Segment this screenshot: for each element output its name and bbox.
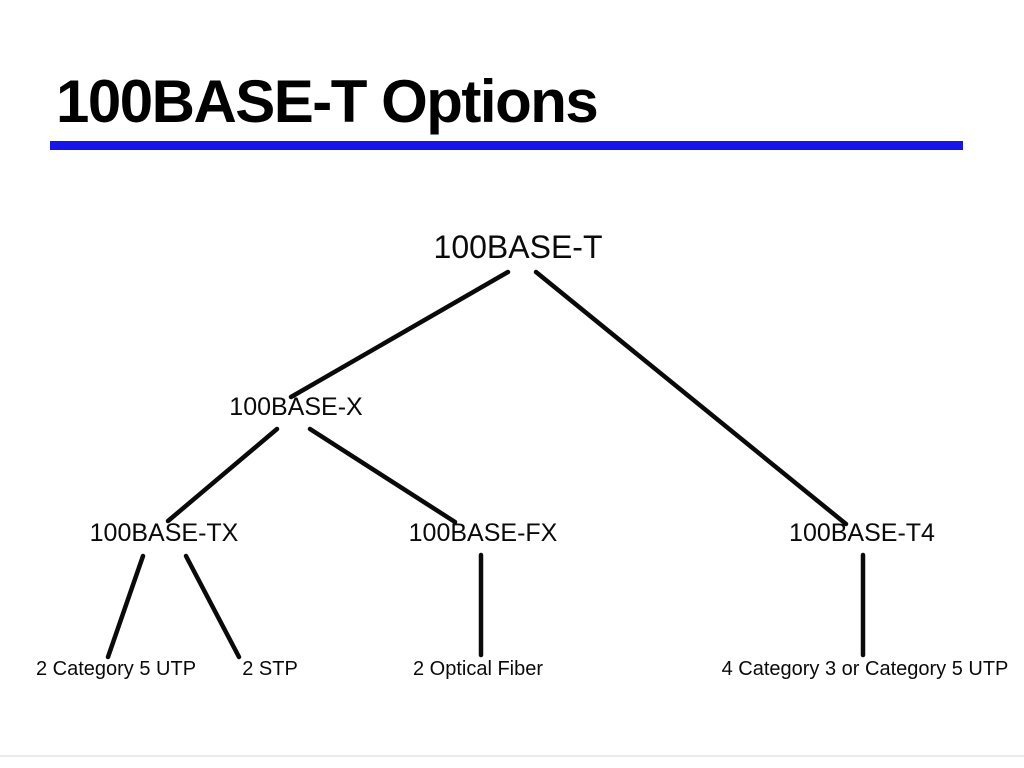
tree-leaf-2-stp: 2 STP (242, 658, 298, 680)
title-accent-rule (50, 141, 963, 150)
tree-node-100base-t4: 100BASE-T4 (789, 519, 935, 547)
tree-node-100base-fx: 100BASE-FX (408, 519, 558, 547)
tree-edge-100base-tx-to-2-stp (183, 553, 242, 660)
tree-leaf-2-optical-fiber: 2 Optical Fiber (412, 658, 544, 680)
slide-title: 100BASE-T Options (56, 68, 599, 135)
tree-leaf-4-category-3-or-category-5-utp: 4 Category 3 or Category 5 UTP (721, 658, 1009, 680)
tree-node-100base-tx: 100BASE-TX (89, 519, 239, 547)
tree-edge-100base-x-to-100base-tx (165, 426, 280, 524)
tree-edge-100base-t-to-100base-t4 (533, 269, 849, 527)
tree-node-100base-t: 100BASE-T (433, 229, 603, 265)
tree-node-100base-x: 100BASE-X (229, 393, 363, 421)
tree-edge-100base-x-to-100base-fx (307, 426, 458, 525)
slide-bottom-edge-hairline (0, 755, 1024, 757)
tree-edge-100base-t-to-100base-x (288, 269, 511, 400)
tree-edge-100base-tx-to-2-category-5-utp (105, 553, 146, 660)
tree-leaf-2-category-5-utp: 2 Category 5 UTP (35, 658, 197, 680)
